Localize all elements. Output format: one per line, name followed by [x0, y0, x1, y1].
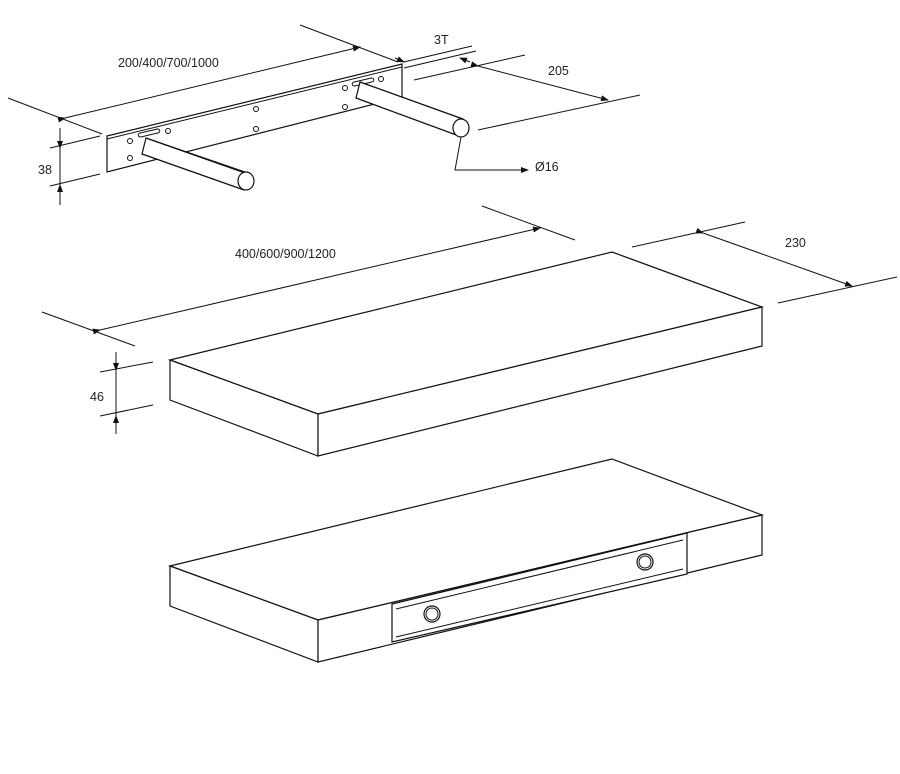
shelf-depth-label: 230 [785, 236, 806, 250]
rod-right [355, 81, 470, 138]
shelf-bottom [167, 458, 765, 663]
bracket-thickness-dimension [394, 45, 477, 69]
shelf-height-dimension [99, 352, 154, 434]
shelf-depth-dimension [631, 221, 898, 304]
bracket-slot [391, 532, 688, 643]
wall-bracket [106, 63, 470, 191]
rod-length-label: 205 [548, 64, 569, 78]
rod-diameter-label: Ø16 [535, 160, 559, 174]
rod-left [141, 137, 255, 191]
shelf-length-dimension [41, 205, 576, 347]
shelf-height-label: 46 [90, 390, 104, 404]
rod-length-dimension [413, 54, 641, 131]
bracket-length-label: 200/400/700/1000 [118, 56, 219, 70]
shelf-top [167, 251, 765, 457]
bracket-height-label: 38 [38, 163, 52, 177]
bracket-length-dimension [7, 24, 399, 135]
shelf-length-label: 400/600/900/1200 [235, 247, 336, 261]
rod-diameter-leader [454, 136, 529, 173]
bracket-thickness-label: 3T [434, 33, 449, 47]
bracket-height-dimension [49, 128, 101, 205]
